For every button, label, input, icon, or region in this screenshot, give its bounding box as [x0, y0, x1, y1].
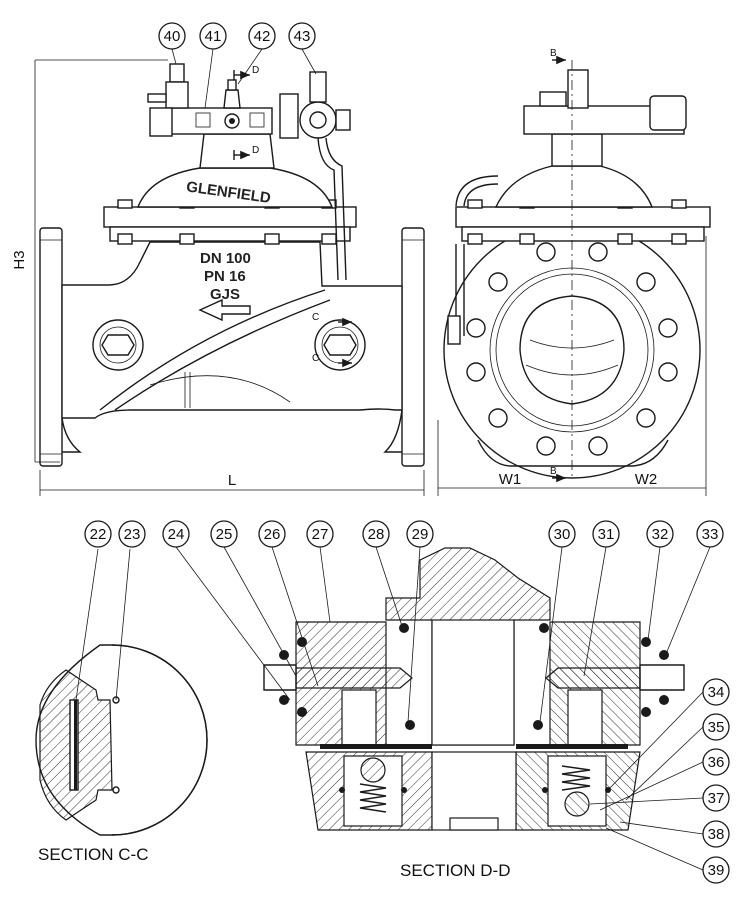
flange-bolt-holes [466, 242, 678, 456]
svg-text:32: 32 [652, 526, 669, 543]
callouts-section-dd-side: 34 35 36 37 38 39 [702, 678, 730, 884]
callout-leaders-dd [175, 546, 711, 871]
svg-text:40: 40 [164, 28, 181, 45]
pressure-text: PN 16 [204, 268, 246, 285]
dimension-l: L [39, 470, 425, 496]
svg-text:25: 25 [216, 526, 233, 543]
svg-text:26: 26 [264, 526, 281, 543]
svg-text:43: 43 [294, 28, 311, 45]
svg-text:39: 39 [708, 862, 725, 879]
section-dd [263, 547, 685, 831]
section-b-marks: B B [550, 48, 566, 483]
section-d-marks: D D [233, 65, 259, 160]
callouts-section-dd-left: 24 25 26 27 28 29 [162, 520, 434, 548]
svg-text:29: 29 [412, 526, 429, 543]
section-dd-title: SECTION D-D [400, 861, 511, 880]
material-text: GJS [210, 286, 240, 303]
svg-text:W2: W2 [635, 471, 658, 488]
svg-text:24: 24 [168, 526, 185, 543]
svg-text:L: L [228, 472, 236, 489]
callouts-section-dd-right: 30 31 32 33 [548, 520, 724, 548]
cover-flange [103, 206, 357, 228]
svg-text:C: C [312, 353, 319, 364]
svg-text:42: 42 [254, 28, 271, 45]
section-c-marks: C C [312, 312, 352, 368]
svg-text:D: D [252, 145, 259, 156]
svg-text:H3: H3 [11, 250, 28, 269]
right-flange [401, 227, 425, 467]
svg-text:B: B [550, 466, 557, 477]
front-view: GLENFIELD DN 100 PN 16 GJS [39, 63, 425, 467]
dimension-h3: H3 [11, 59, 168, 463]
svg-text:33: 33 [702, 526, 719, 543]
flow-arrow-icon [198, 298, 251, 322]
section-cc-title: SECTION C-C [38, 845, 149, 864]
size-text: DN 100 [200, 250, 251, 267]
svg-text:36: 36 [708, 754, 725, 771]
callouts-section-cc: 22 23 [84, 520, 146, 548]
svg-text:B: B [550, 48, 557, 59]
dimension-w: W1 W2 [437, 236, 707, 496]
svg-text:34: 34 [708, 684, 725, 701]
section-cc [35, 548, 208, 836]
svg-text:30: 30 [554, 526, 571, 543]
svg-text:W1: W1 [499, 471, 522, 488]
svg-text:37: 37 [708, 790, 725, 807]
callouts-top: 40 41 42 43 [158, 22, 316, 50]
svg-text:27: 27 [312, 526, 329, 543]
svg-text:35: 35 [708, 719, 725, 736]
svg-text:38: 38 [708, 826, 725, 843]
callout-leaders-top [171, 48, 317, 109]
svg-text:28: 28 [368, 526, 385, 543]
side-view [443, 60, 711, 480]
left-port [92, 319, 144, 371]
svg-text:23: 23 [124, 526, 141, 543]
pilot-valve [299, 101, 337, 139]
pilot-block [167, 107, 273, 135]
svg-text:C: C [312, 312, 319, 323]
svg-text:41: 41 [205, 28, 222, 45]
svg-text:31: 31 [598, 526, 615, 543]
svg-text:22: 22 [90, 526, 107, 543]
left-flange [39, 227, 63, 467]
svg-text:D: D [252, 65, 259, 76]
valve-body [61, 241, 403, 419]
